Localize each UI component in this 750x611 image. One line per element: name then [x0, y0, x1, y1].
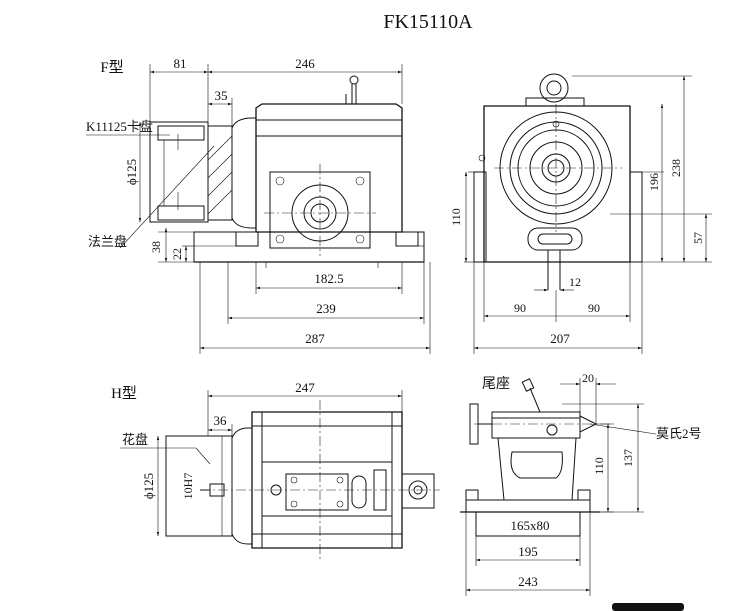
h-dim-10h7: 10H7 [181, 473, 195, 500]
side-dim-12: 12 [569, 275, 581, 289]
f-type-label: F型 [100, 59, 123, 76]
f-dim-phi125: ϕ125 [124, 159, 139, 185]
morse-taper-callout: 莫氏2号 [656, 426, 702, 441]
f-dim-239: 239 [316, 301, 336, 316]
corner-mark [612, 603, 684, 611]
drawing-title: FK15110A [383, 11, 473, 33]
side-housing [473, 73, 643, 290]
tailstock-base [460, 489, 600, 537]
tailstock-body [469, 378, 612, 501]
tail-dim-20: 20 [582, 371, 594, 385]
side-dim-57: 57 [691, 232, 705, 244]
f-dim-35: 35 [215, 88, 228, 103]
f-dim-38: 38 [149, 241, 163, 253]
tailstock-dim-lines [465, 378, 657, 596]
f-dim-182-5: 182.5 [314, 271, 343, 286]
h-dim-phi125: ϕ125 [141, 473, 156, 499]
f-dim-lines [86, 64, 431, 354]
side-dim-196: 196 [647, 173, 661, 191]
f-dim-22: 22 [170, 248, 184, 260]
f-dim-81: 81 [174, 56, 187, 71]
tail-dim-137: 137 [621, 449, 635, 467]
side-dim-90-right: 90 [588, 301, 600, 315]
faceplate-callout: 花盘 [122, 432, 148, 447]
f-dim-246: 246 [295, 56, 315, 71]
h-type-view: H型 [111, 380, 440, 560]
tailstock-view: 尾座 [460, 371, 702, 596]
h-dim-36: 36 [214, 413, 228, 428]
side-dim-238: 238 [669, 159, 683, 177]
h-dim-247: 247 [295, 380, 315, 395]
flange-plate [207, 125, 233, 221]
h-dim-lines [120, 390, 403, 536]
side-dim-110: 110 [449, 208, 463, 226]
tail-dim-110: 110 [592, 457, 606, 475]
side-dim-90-left: 90 [514, 301, 526, 315]
h-housing [200, 400, 440, 560]
h-spindle-nose [231, 427, 253, 545]
side-view: 110 196 238 57 12 90 90 207 [449, 73, 712, 354]
spindle-nose [231, 117, 257, 229]
f-type-view: F型 [86, 56, 431, 354]
chuck-callout: K11125卡盘 [86, 119, 153, 134]
lifting-handle [345, 75, 359, 104]
h-handle [401, 473, 435, 509]
side-dim-lines [464, 75, 712, 354]
flange-callout: 法兰盘 [88, 234, 127, 249]
f-dim-287: 287 [305, 331, 325, 346]
tail-dim-195: 195 [518, 544, 538, 559]
chuck-body [149, 121, 209, 223]
f-housing [255, 103, 403, 256]
tail-dim-165x80: 165x80 [511, 518, 550, 533]
side-dim-207: 207 [550, 331, 570, 346]
f-base [193, 231, 425, 268]
tailstock-label: 尾座 [482, 376, 510, 392]
tail-dim-243: 243 [518, 574, 538, 589]
h-type-label: H型 [111, 385, 137, 402]
